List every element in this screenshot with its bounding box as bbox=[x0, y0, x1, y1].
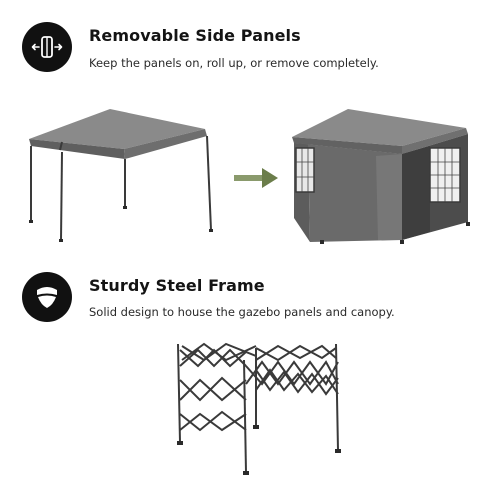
shield-icon bbox=[37, 287, 57, 308]
transform-arrow-icon bbox=[234, 168, 278, 188]
gazebo-without-panels bbox=[29, 109, 213, 242]
door-arrows-icon bbox=[31, 36, 63, 58]
steel-frame-icon bbox=[22, 272, 72, 322]
feature-desc-steel-frame: Solid design to house the gazebo panels … bbox=[89, 305, 395, 319]
steel-frame-illustration bbox=[177, 342, 341, 475]
feature-title-side-panels: Removable Side Panels bbox=[89, 26, 301, 45]
feature-desc-side-panels: Keep the panels on, roll up, or remove c… bbox=[89, 56, 379, 70]
side-panels-icon bbox=[22, 22, 72, 72]
gazebo-with-panels bbox=[292, 109, 470, 244]
feature-title-steel-frame: Sturdy Steel Frame bbox=[89, 276, 265, 295]
